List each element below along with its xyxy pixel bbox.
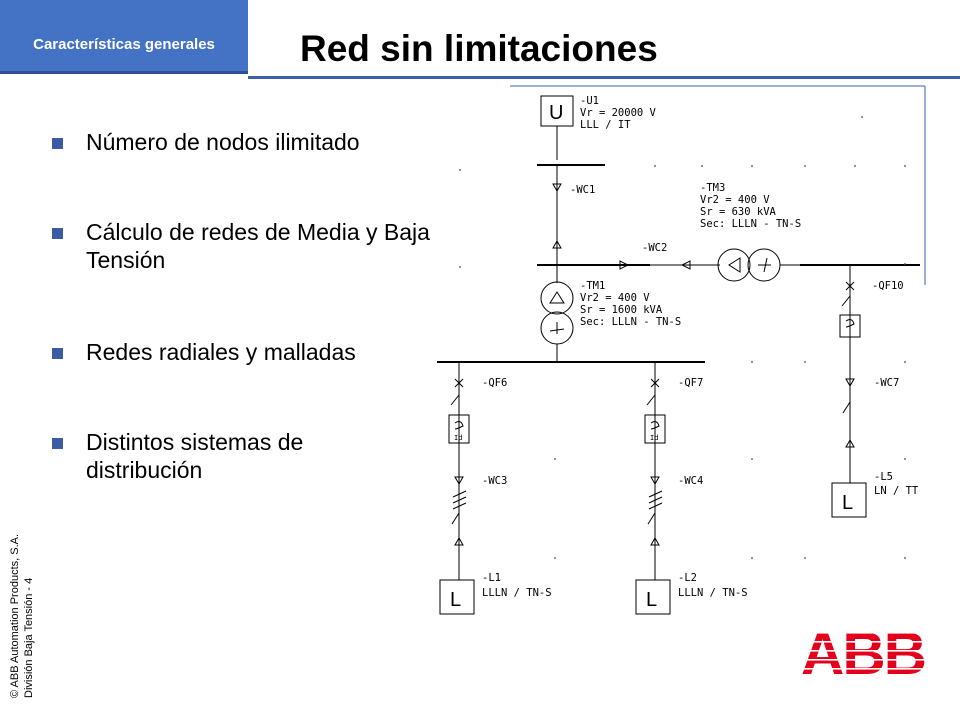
bullet-item: Distintos sistemas de distribución — [52, 428, 386, 484]
load-l1-box — [439, 579, 475, 615]
tm3-secondary: Sec: LLLN - TN-S — [700, 218, 801, 230]
l2-system: LLLN / TN-S — [678, 587, 748, 599]
bullet-text: Redes radiales y malladas — [86, 339, 356, 365]
bullet-item: Número de nodos ilimitado — [52, 128, 360, 156]
wc2-label: -WC2 — [642, 242, 667, 254]
tm3-power: Sr = 630 kVA — [700, 206, 777, 218]
tm1-voltage: Vr2 = 400 V — [580, 292, 650, 304]
section-tab: Características generales — [0, 0, 248, 74]
wc1-label: -WC1 — [570, 184, 595, 196]
l1-system: LLLN / TN-S — [482, 587, 552, 599]
l2-id: -L2 — [678, 572, 697, 584]
abb-logo-text: ABB — [801, 624, 925, 678]
l1-id: -L1 — [482, 572, 501, 584]
bullet-square-icon — [52, 228, 63, 239]
bullet-square-icon — [52, 348, 63, 359]
bullet-item: Cálculo de redes de Media y Baja Tensión — [52, 218, 446, 274]
l2-box-label: L — [646, 589, 657, 611]
breaker-qf7-relay — [644, 414, 666, 444]
tm1-id: -TM1 — [580, 280, 605, 292]
wc3-label: -WC3 — [482, 475, 507, 487]
transformer-tm1-primary — [540, 281, 574, 315]
bullet-square-icon — [52, 438, 63, 449]
tm3-voltage: Vr2 = 400 V — [700, 194, 770, 206]
bullet-item: Redes radiales y malladas — [52, 338, 356, 366]
bullet-text: Distintos sistemas de distribución — [86, 429, 304, 483]
l5-box-label: L — [842, 492, 853, 514]
copyright-text: © ABB Automation Products, S.A. — [9, 533, 21, 698]
bullet-text: Cálculo de redes de Media y Baja Tensión — [86, 219, 430, 273]
single-line-diagram: U -U1 Vr = 20000 V LLL / IT -WC1 -WC2 -T… — [437, 85, 926, 615]
load-l2-box — [635, 579, 671, 615]
l5-id: -L5 — [874, 471, 893, 483]
wc7-label: -WC7 — [874, 377, 899, 389]
breaker-qf10-relay — [839, 314, 861, 338]
u1-voltage: Vr = 20000 V — [580, 107, 657, 119]
wc4-label: -WC4 — [678, 475, 703, 487]
page-title: Red sin limitaciones — [300, 28, 658, 69]
title-underline — [248, 76, 960, 79]
bullet-square-icon — [52, 138, 63, 149]
section-tab-label: Características generales — [33, 36, 215, 53]
qf6-relay-label: Id — [454, 434, 462, 442]
breaker-qf6-relay — [448, 414, 470, 444]
qf10-label: -QF10 — [872, 280, 904, 292]
bullet-text: Número de nodos ilimitado — [86, 129, 360, 155]
l5-system: LN / TT — [874, 485, 919, 497]
tm1-secondary: Sec: LLLN - TN-S — [580, 316, 681, 328]
footer-text: © ABB Automation Products, S.A. División… — [8, 534, 36, 698]
u1-box-label: U — [549, 102, 563, 124]
tm1-power: Sr = 1600 kVA — [580, 304, 663, 316]
u1-system: LLL / IT — [580, 119, 631, 131]
abb-logo: ABB — [801, 624, 927, 678]
u1-id: -U1 — [580, 95, 599, 107]
division-text: División Baja Tensión - 4 — [23, 577, 35, 698]
l1-box-label: L — [450, 589, 461, 611]
transformer-tm3-primary — [717, 248, 751, 282]
qf7-relay-label: Id — [650, 434, 658, 442]
load-l5-box — [831, 482, 867, 518]
tm3-id: -TM3 — [700, 182, 725, 194]
qf6-label: -QF6 — [482, 377, 507, 389]
qf7-label: -QF7 — [678, 377, 703, 389]
